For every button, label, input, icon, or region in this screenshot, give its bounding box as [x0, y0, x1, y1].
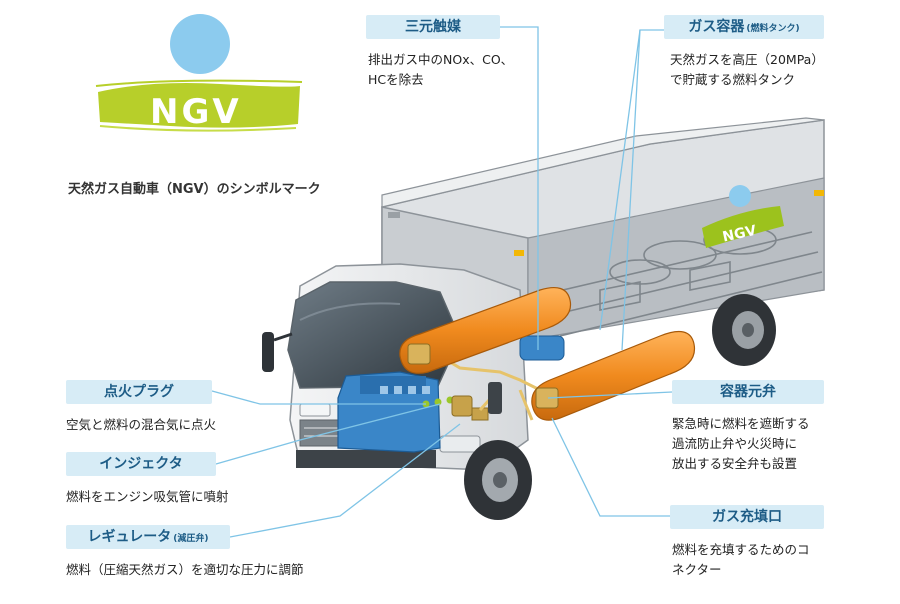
desc-valve-line-2: 過流防止弁や火災時に: [672, 436, 798, 451]
desc-catalyst: 排出ガス中のNOx、CO、 HCを除去: [368, 50, 513, 90]
label-fill-port: ガス充填口: [670, 505, 824, 529]
desc-valve-line-3: 放出する安全弁も設置: [672, 456, 798, 471]
gas-tank-upper: [399, 287, 572, 374]
label-spark-plug: 点火プラグ: [66, 380, 212, 404]
label-catalyst: 三元触媒: [366, 15, 500, 39]
rear-wheels: [712, 294, 776, 366]
desc-catalyst-line-1: 排出ガス中のNOx、CO、: [368, 52, 514, 67]
front-wheel: [464, 440, 532, 520]
label-valve-title: 容器元弁: [720, 384, 776, 400]
label-gas-tank: ガス容器(燃料タンク): [664, 15, 824, 39]
desc-spark-plug: 空気と燃料の混合気に点火: [66, 415, 216, 435]
ngv-logo-text: NGV: [150, 92, 242, 132]
logo-circle: [170, 14, 230, 74]
label-regulator-title: レギュレータ: [87, 529, 172, 545]
leader-regulator: [229, 423, 461, 538]
gas-tanks: [399, 287, 696, 421]
desc-gas-tank-line-1: 天然ガスを高圧（20MPa）: [670, 52, 824, 67]
desc-gas-tank-line-2: で貯蔵する燃料タンク: [670, 72, 796, 87]
desc-injector: 燃料をエンジン吸気管に噴射: [66, 487, 229, 507]
leader-fill-port: [551, 417, 670, 517]
label-gas-tank-title: ガス容器: [688, 19, 745, 35]
leader-injector: [215, 403, 441, 465]
leader-catalyst: [500, 26, 539, 350]
desc-valve-line-1: 緊急時に燃料を遮断する: [672, 416, 810, 431]
label-spark-plug-title: 点火プラグ: [104, 384, 174, 400]
desc-injector-line-1: 燃料をエンジン吸気管に噴射: [66, 489, 229, 504]
label-regulator-sub: (減圧弁): [173, 534, 209, 544]
label-regulator: レギュレータ(減圧弁): [66, 525, 230, 549]
leader-valve: [547, 391, 673, 399]
desc-catalyst-line-2: HCを除去: [368, 72, 424, 87]
truck-logo-text: NGV: [721, 223, 758, 246]
desc-regulator: 燃料（圧縮天然ガス）を適切な圧力に調節: [66, 560, 304, 580]
label-valve: 容器元弁: [672, 380, 824, 404]
desc-fill-port-line-2: ネクター: [672, 562, 722, 577]
leader-lines: [211, 26, 673, 538]
leader-spark-plug: [211, 390, 426, 405]
leader-gas-tank-2: [599, 29, 641, 331]
label-injector: インジェクタ: [66, 452, 216, 476]
desc-fill-port: 燃料を充填するためのコ ネクター: [672, 540, 810, 580]
side-mirror: [262, 332, 274, 372]
truck-ngv-logo: NGV: [702, 185, 784, 248]
desc-valve: 緊急時に燃料を遮断する 過流防止弁や火災時に 放出する安全弁も設置: [672, 414, 810, 474]
truck-logo-circle: [729, 185, 751, 207]
catalyst-unit: [519, 335, 565, 361]
ngv-logo-caption: 天然ガス自動車（NGV）のシンボルマーク: [68, 182, 321, 197]
label-catalyst-title: 三元触媒: [405, 19, 461, 35]
desc-regulator-line-1: 燃料（圧縮天然ガス）を適切な圧力に調節: [66, 562, 304, 577]
desc-spark-plug-line-1: 空気と燃料の混合気に点火: [66, 417, 217, 432]
label-gas-tank-sub: (燃料タンク): [746, 24, 800, 34]
logo-brush-stroke: [98, 83, 300, 128]
desc-gas-tank: 天然ガスを高圧（20MPa） で貯蔵する燃料タンク: [670, 50, 824, 90]
label-fill-port-title: ガス充填口: [712, 509, 782, 525]
gas-tank-lower: [531, 330, 696, 421]
ngv-logo: [95, 14, 303, 132]
desc-fill-port-line-1: 燃料を充填するためのコ: [672, 542, 810, 557]
label-injector-title: インジェクタ: [99, 456, 183, 472]
engine: [337, 371, 489, 453]
